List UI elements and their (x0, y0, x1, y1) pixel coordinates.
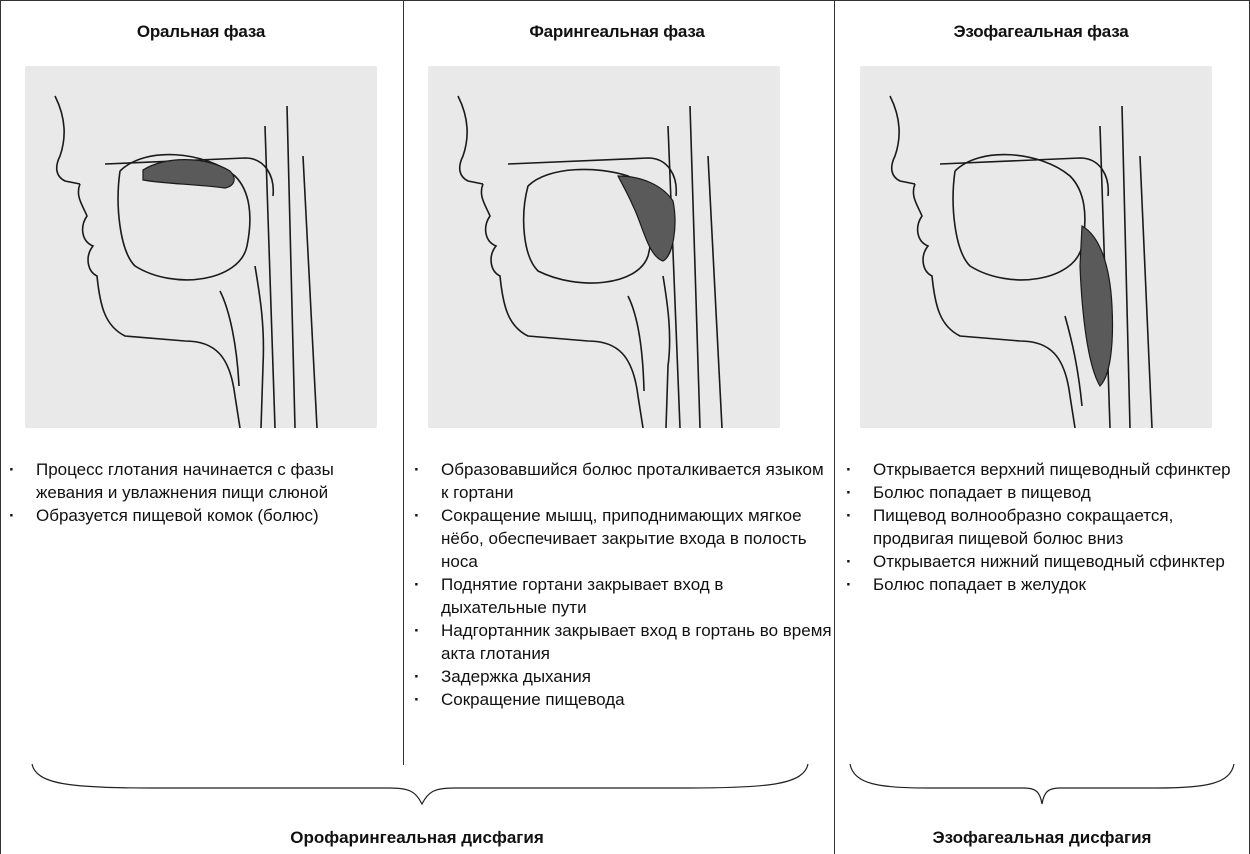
head-cross-section-pharyngeal (428, 66, 780, 428)
list-item: Болюс попадает в пищевод (846, 481, 1246, 504)
bullet-list-oral: Процесс глотания начинается с фазы жеван… (9, 458, 389, 527)
list-item: Пищевод волнообразно сокращается, продви… (846, 504, 1246, 550)
bullet-list-esophageal: Открывается верхний пищеводный сфинктер … (846, 458, 1246, 596)
illustration-esophageal-phase (860, 66, 1212, 428)
head-cross-section-esophageal (860, 66, 1212, 428)
group-label-esophageal: Эзофагеальная дисфагия (835, 828, 1249, 848)
brace-oropharyngeal (30, 762, 810, 806)
list-item: Болюс попадает в желудок (846, 573, 1246, 596)
head-cross-section-oral (25, 66, 377, 428)
list-item: Сокращение мышц, приподнимающих мягкое н… (414, 504, 834, 573)
brace-esophageal (848, 762, 1236, 806)
group-label-oropharyngeal: Орофарингеальная дисфагия (0, 828, 834, 848)
phase-title-oral: Оральная фаза (0, 22, 402, 42)
list-item: Сокращение пищевода (414, 688, 834, 711)
left-border (0, 0, 1, 854)
column-divider-2 (834, 0, 835, 854)
list-item: Процесс глотания начинается с фазы жеван… (9, 458, 389, 504)
list-item: Образуется пищевой комок (болюс) (9, 504, 389, 527)
phase-title-esophageal: Эзофагеальная фаза (840, 22, 1242, 42)
list-item: Открывается верхний пищеводный сфинктер (846, 458, 1246, 481)
top-border (0, 0, 1250, 1)
phase-title-pharyngeal: Фарингеальная фаза (416, 22, 818, 42)
list-item: Задержка дыхания (414, 665, 834, 688)
list-item: Открывается нижний пищеводный сфинктер (846, 550, 1246, 573)
list-item: Надгортанник закрывает вход в гортань во… (414, 619, 834, 665)
list-item: Поднятие гортани закрывает вход в дыхате… (414, 573, 834, 619)
illustration-oral-phase (25, 66, 377, 428)
column-divider-1 (403, 0, 404, 765)
illustration-pharyngeal-phase (428, 66, 780, 428)
list-item: Образовавшийся болюс проталкивается язык… (414, 458, 834, 504)
bullet-list-pharyngeal: Образовавшийся болюс проталкивается язык… (414, 458, 834, 711)
